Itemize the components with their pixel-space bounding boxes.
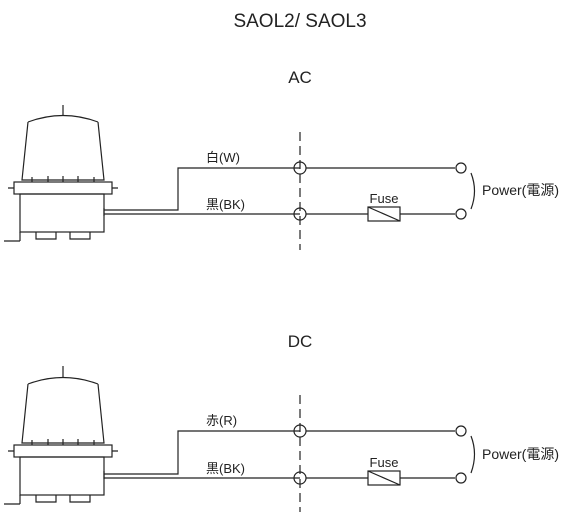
- fuse-label-ac: Fuse: [370, 191, 399, 206]
- power-terminal-bottom-dc: [455, 472, 467, 484]
- power-label-ac: Power(電源): [482, 182, 559, 198]
- power-bracket-ac: [470, 172, 476, 210]
- ac-section: AC 白(W) 黒(BK): [4, 68, 559, 250]
- power-label-dc: Power(電源): [482, 446, 559, 462]
- dc-heading: DC: [288, 332, 313, 351]
- wire-top-dc: [104, 430, 300, 475]
- beacon-lamp-illustration-dc: [4, 366, 118, 505]
- fuse-symbol-ac: [367, 206, 401, 222]
- wire-bottom-label-dc: 黒(BK): [206, 461, 245, 476]
- power-bracket-dc: [470, 435, 476, 474]
- wire-bottom-label-ac: 黒(BK): [206, 197, 245, 212]
- beacon-lamp-illustration: [4, 105, 118, 242]
- fuse-label-dc: Fuse: [370, 455, 399, 470]
- power-terminal-bottom-ac: [455, 208, 467, 220]
- wire-top-ac: [104, 167, 300, 211]
- dc-section: DC 赤(R) 黒(BK): [4, 332, 559, 512]
- wire-top-label-dc: 赤(R): [206, 413, 237, 428]
- power-terminal-top-dc: [455, 425, 467, 437]
- diagram-title: SAOL2/ SAOL3: [233, 11, 366, 32]
- fuse-symbol-dc: [367, 470, 401, 486]
- power-terminal-top-ac: [455, 162, 467, 174]
- wire-top-label-ac: 白(W): [206, 150, 240, 165]
- ac-heading: AC: [288, 68, 312, 87]
